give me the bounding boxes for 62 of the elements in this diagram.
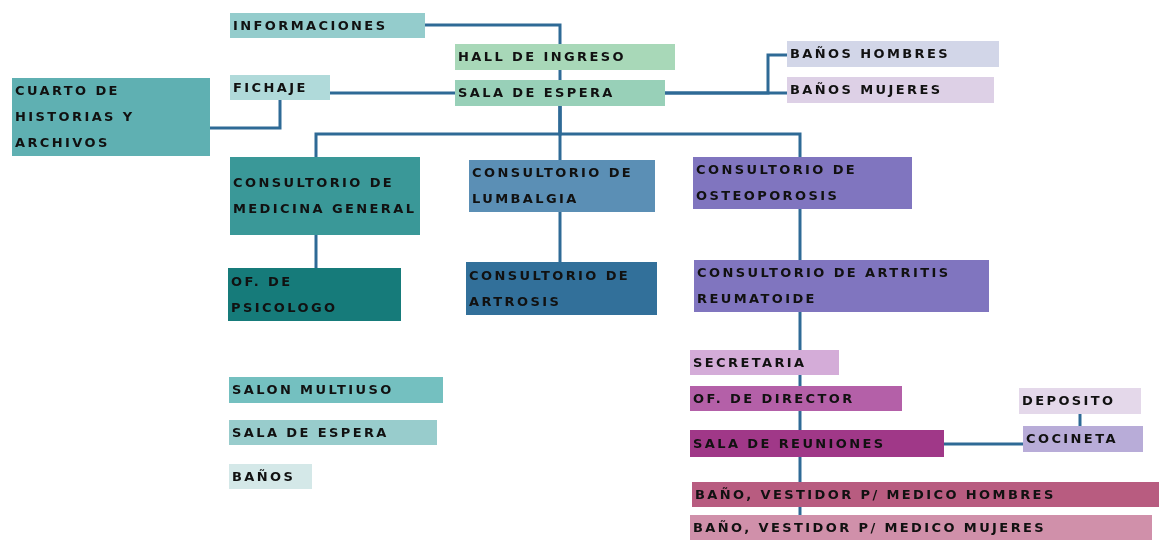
connector-line [798,375,802,386]
room-label: OF. DE DIRECTOR [693,389,855,408]
room-box [1019,388,1141,414]
room-label: SALA DE ESPERA [232,423,389,442]
connector-line [558,70,562,80]
room-box [229,464,312,489]
connector-line [944,442,1023,446]
room-label: BAÑOS MUJERES [790,81,943,99]
room-label: COCINETA [1026,430,1118,448]
room-box [455,80,665,106]
room-box [229,420,437,445]
room-box [230,157,420,235]
connector-line [798,411,802,430]
room-box [230,75,330,100]
room-label: OF. DE PSICOLOGO [231,272,339,317]
room-label: CONSULTORIO DE MEDICINA GENERAL [233,174,417,218]
room-label: INFORMACIONES [233,16,388,35]
room-box [690,350,839,375]
connector-line [558,106,802,157]
room-box [690,386,902,411]
room-label: FICHAJE [233,78,308,97]
room-label: BAÑO, VESTIDOR P/ MEDICO HOMBRES [695,485,1056,504]
room-label: CONSULTORIO DE ARTRITIS REUMATOIDE [697,264,952,308]
room-box [469,160,655,212]
room-label: SECRETARIA [693,353,807,372]
room-label: BAÑOS [232,467,296,486]
room-box [229,377,443,403]
connector-line [425,23,562,44]
room-label: BAÑO, VESTIDOR P/ MEDICO MUJERES [693,518,1047,537]
room-label: SALA DE ESPERA [458,84,615,102]
room-label: BAÑOS HOMBRES [790,45,951,63]
room-box [692,482,1159,507]
connector-line [798,457,802,482]
room-label: SALA DE REUNIONES [693,434,886,453]
room-box [1023,426,1143,452]
room-box [466,262,657,315]
room-label: CUARTO DE HISTORIAS Y ARCHIVOS [15,82,136,152]
room-box [694,260,989,312]
connector-line [314,235,318,268]
room-box [228,268,401,321]
room-box [693,157,912,209]
connector-line [665,91,787,95]
room-label: CONSULTORIO DE OSTEOPOROSIS [696,161,859,205]
connector-line [210,100,282,130]
connector-line [798,507,802,515]
room-label: CONSULTORIO DE ARTROSIS [469,266,632,311]
connector-line [330,91,455,95]
connector-line [558,212,562,262]
room-box [787,41,999,67]
room-box [690,515,1152,540]
room-label: HALL DE INGRESO [458,48,626,66]
room-box [230,13,425,38]
connector-line [798,209,802,260]
connector-line [1078,414,1082,426]
room-label: DEPOSITO [1022,392,1116,410]
connector-line [798,312,802,350]
room-label: CONSULTORIO DE LUMBALGIA [472,164,635,208]
room-label: SALON MULTIUSO [232,381,394,399]
room-box [12,78,210,156]
room-box [787,77,994,103]
room-box [455,44,675,70]
room-box [690,430,944,457]
